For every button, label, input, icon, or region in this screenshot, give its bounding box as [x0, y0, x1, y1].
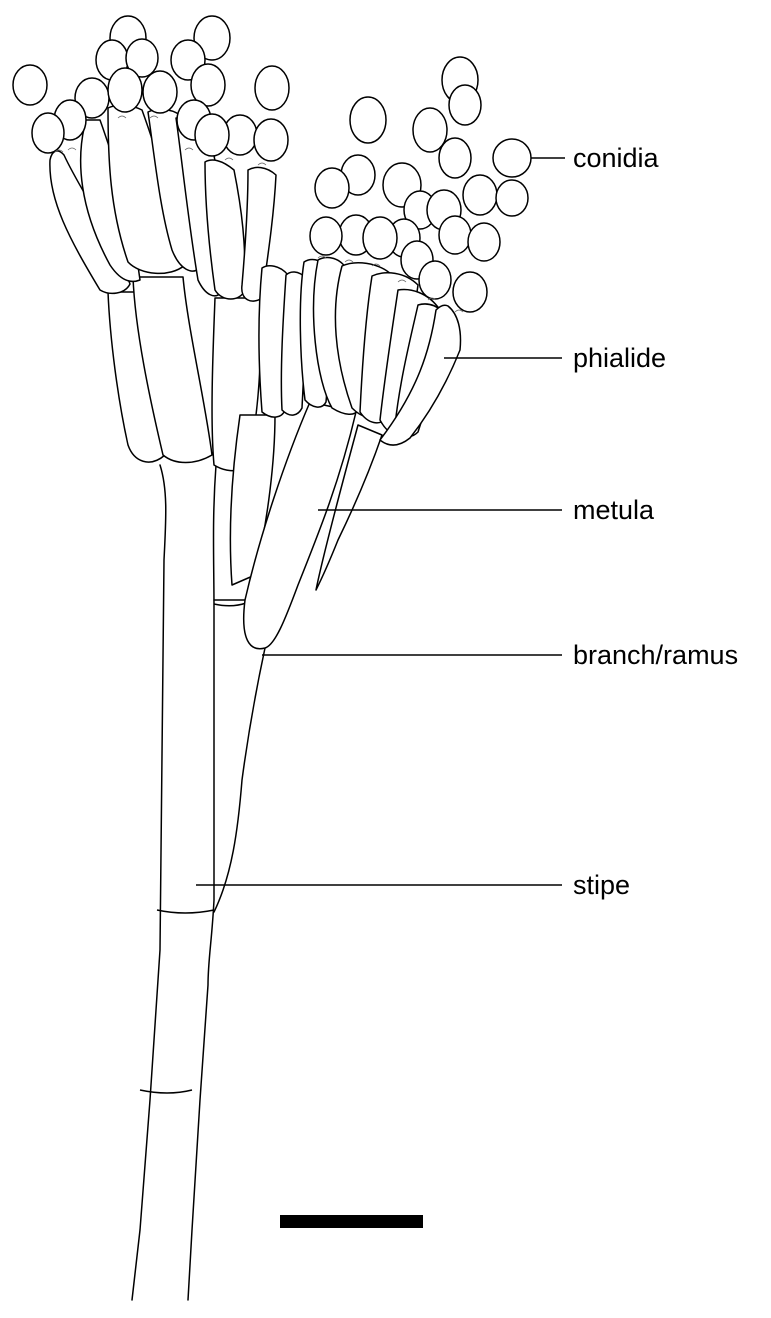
label-stipe: stipe: [573, 870, 630, 900]
label-phialide: phialide: [573, 343, 666, 373]
scale-bar: [280, 1215, 423, 1228]
label-conidia: conidia: [573, 143, 660, 173]
stipe: [132, 450, 216, 1300]
label-metula: metula: [573, 495, 655, 525]
label-branch-ramus: branch/ramus: [573, 640, 738, 670]
labels: conidia phialide metula branch/ramus sti…: [573, 143, 738, 900]
